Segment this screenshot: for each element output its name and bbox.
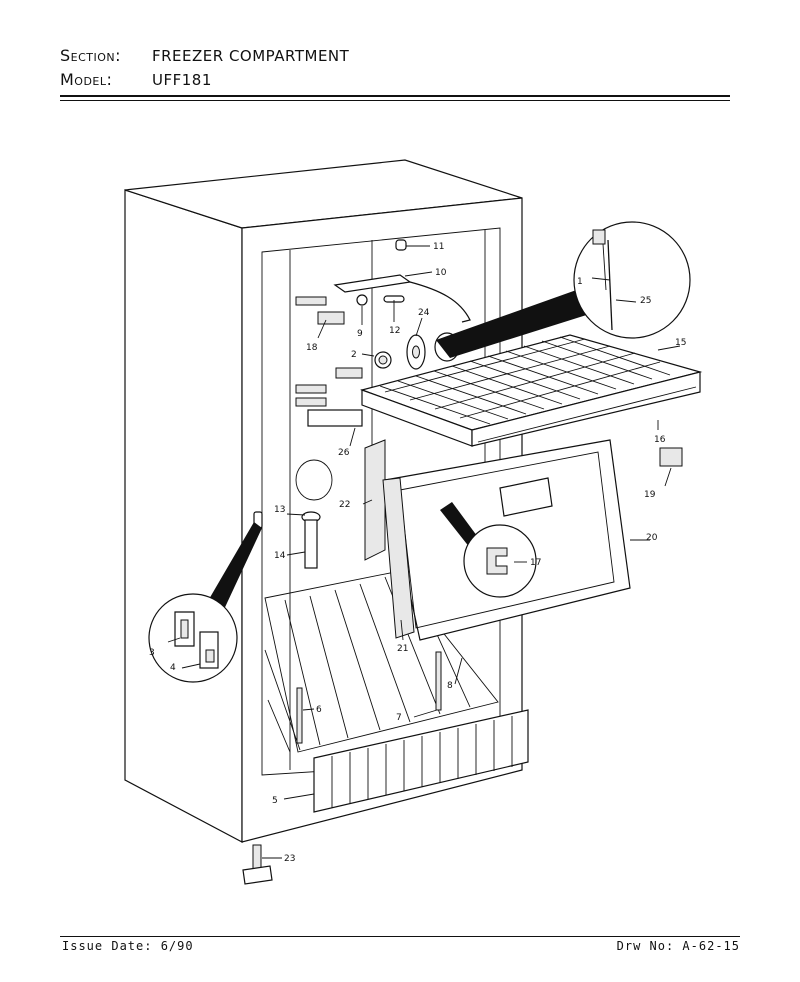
door-bracket	[364, 439, 386, 561]
callout-17: 17	[530, 558, 541, 568]
leveling-leg	[242, 844, 273, 885]
callout-11: 11	[433, 242, 444, 252]
callout-20: 20	[646, 533, 658, 543]
inset-door-clip	[440, 502, 537, 598]
shelf-supports	[295, 296, 363, 427]
wire-shelf	[359, 334, 703, 447]
pad-part	[659, 447, 683, 467]
basket-shelf-wire	[264, 571, 499, 753]
section-label: Section:	[60, 46, 122, 65]
callout-8: 8	[447, 681, 453, 691]
air-vent-port	[295, 459, 333, 501]
callout-4: 4	[170, 663, 176, 673]
callout-12: 12	[389, 326, 400, 336]
callout-22: 22	[339, 500, 350, 510]
callout-labels: 11 10 9 12 24 2 18 15 16 26 22 13 14 1 2…	[149, 242, 686, 864]
section-row: Section: FREEZER COMPARTMENT	[60, 44, 349, 68]
footer-rule	[60, 936, 740, 937]
callout-10: 10	[435, 268, 447, 278]
callout-19: 19	[644, 490, 656, 500]
callout-2: 2	[351, 350, 357, 360]
callout-9: 9	[357, 329, 363, 339]
drawing-number: Drw No: A-62-15	[616, 939, 740, 953]
model-row: Model: UFF181	[60, 68, 349, 92]
callout-3: 3	[149, 648, 155, 658]
callout-15: 15	[675, 338, 686, 348]
callout-18: 18	[306, 343, 318, 353]
control-bracket	[333, 239, 471, 323]
callout-13: 13	[274, 505, 285, 515]
callout-24: 24	[418, 308, 430, 318]
callout-5: 5	[272, 796, 278, 806]
callout-1: 1	[577, 277, 583, 287]
issue-date: Issue Date: 6/90	[62, 939, 194, 953]
inset-handle-parts	[148, 522, 262, 683]
callout-26: 26	[338, 448, 350, 458]
callout-7: 7	[396, 713, 402, 723]
callout-23: 23	[284, 854, 295, 864]
drain-assembly	[301, 511, 321, 569]
callout-leaders	[167, 245, 681, 859]
page-header: Section: FREEZER COMPARTMENT Model: UFF181	[60, 44, 349, 92]
callout-25: 25	[640, 296, 651, 306]
section-value: FREEZER COMPARTMENT	[152, 47, 350, 65]
inset-thermostat	[436, 221, 691, 358]
model-label: Model:	[60, 70, 113, 89]
callout-6: 6	[316, 705, 322, 715]
callout-14: 14	[274, 551, 286, 561]
callout-16: 16	[654, 435, 666, 445]
header-rule-thick	[60, 95, 730, 97]
model-value: UFF181	[152, 71, 212, 89]
header-rule-thin	[60, 100, 730, 101]
callout-21: 21	[397, 644, 408, 654]
